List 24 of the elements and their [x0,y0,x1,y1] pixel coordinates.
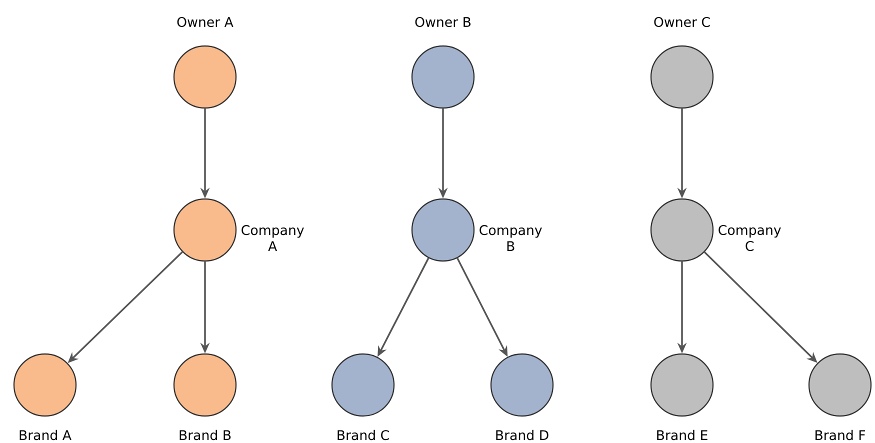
circle-node [173,45,237,109]
node-label: Owner A [177,16,234,28]
node-label: Brand D [496,430,548,440]
circle-node [650,353,714,417]
node-label: Brand C [338,430,389,440]
node-label: Company B [480,225,542,251]
circle-node [331,353,395,417]
circle-node [173,353,237,417]
node-label: Company A [242,225,304,251]
node-label: Owner B [415,16,471,28]
circle-node [650,45,714,109]
node-label: Company C [718,224,781,252]
node-label: Brand A [20,430,72,440]
node-label: Brand B [180,430,231,440]
circle-node [411,198,475,262]
node-label: Owner C [654,16,710,28]
circle-node [13,353,77,417]
node-label: Brand F [816,430,866,440]
circle-node [808,353,872,417]
node-label: Brand E [657,430,708,440]
circle-node [411,45,475,109]
circle-node [490,353,554,417]
circle-node [650,198,714,262]
circle-node [173,198,237,262]
